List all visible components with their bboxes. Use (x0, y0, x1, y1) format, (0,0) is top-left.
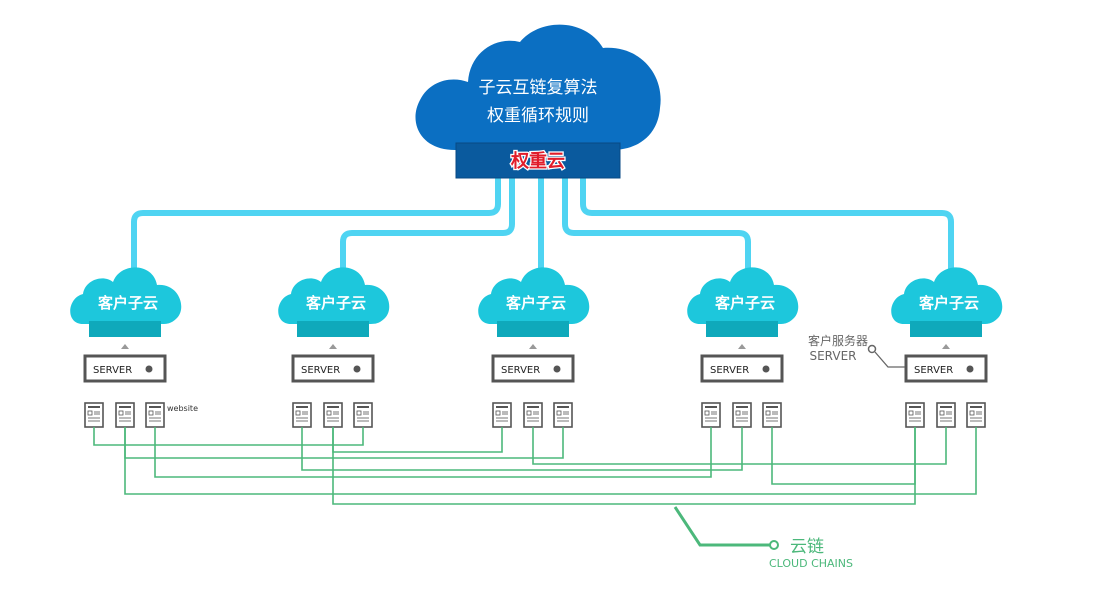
connector-4 (562, 175, 751, 273)
sub-cloud-base (297, 321, 369, 337)
chain-line (124, 427, 564, 459)
chain-line (532, 427, 947, 465)
sub-cloud-shape (278, 267, 390, 324)
chain-line (301, 427, 743, 471)
uplink-arrow (529, 344, 537, 349)
sub-cloud-label: 客户子云 (97, 294, 158, 312)
client-node: 客户子云 SERVER (687, 267, 799, 428)
server-label: SERVER (710, 365, 749, 376)
chain-line (124, 427, 977, 495)
chain-line (771, 427, 916, 485)
website-page-icon (115, 402, 135, 428)
website-page-icon (292, 402, 312, 428)
server-label: SERVER (301, 365, 340, 376)
cloud-connectors (131, 175, 954, 273)
server-callout-en: SERVER (809, 349, 856, 363)
website-page-icon (762, 402, 782, 428)
main-cloud-line2: 权重循环规则 (487, 106, 589, 126)
sub-cloud-shape (687, 267, 799, 324)
sub-cloud-shape (70, 267, 182, 324)
server-status-dot (966, 365, 974, 373)
website-page-icon (905, 402, 925, 428)
website-page-icon (84, 402, 104, 428)
connector-5 (580, 175, 954, 273)
client-node: 客户子云 SERVER (70, 267, 182, 428)
website-page-icon (523, 402, 543, 428)
server-status-dot (145, 365, 153, 373)
sub-cloud-shape (891, 267, 1003, 324)
website-page-icon (323, 402, 343, 428)
main-cloud-shape (415, 24, 661, 150)
client-node: 客户子云 SERVER (891, 267, 1003, 428)
chains-callout-en: CLOUD CHAINS (769, 557, 853, 570)
uplink-arrow (121, 344, 129, 349)
chain-line (332, 427, 503, 453)
client-node: 客户子云 SERVER (478, 267, 590, 428)
chain-line (332, 427, 916, 505)
website-page-icon (553, 402, 573, 428)
connector-2 (340, 175, 515, 273)
website-page-icon (936, 402, 956, 428)
uplink-arrow (329, 344, 337, 349)
server-status-dot (353, 365, 361, 373)
sub-cloud-label: 客户子云 (918, 294, 979, 312)
website-page-icon (701, 402, 721, 428)
sub-cloud-base (89, 321, 161, 337)
sub-cloud-base (910, 321, 982, 337)
sub-cloud-base (706, 321, 778, 337)
sub-cloud-shape (478, 267, 590, 324)
website-page-icon (353, 402, 373, 428)
server-label: SERVER (93, 365, 132, 376)
uplink-arrow (738, 344, 746, 349)
server-callout: 客户服务器 SERVER (808, 333, 905, 368)
connector-1 (131, 175, 501, 273)
main-cloud-banner-text: 权重云 (510, 150, 565, 172)
chain-line (93, 427, 364, 446)
chains-callout-cn: 云链 (790, 537, 824, 557)
website-page-icon (492, 402, 512, 428)
website-label: website (167, 404, 198, 413)
server-box (83, 354, 167, 383)
server-status-dot (762, 365, 770, 373)
server-label: SERVER (914, 365, 953, 376)
server-callout-line (874, 351, 905, 368)
server-label: SERVER (501, 365, 540, 376)
uplink-arrow (942, 344, 950, 349)
website-page-icon (732, 402, 752, 428)
cloud-chain-lines (93, 427, 977, 505)
chains-callout-dot (769, 540, 779, 550)
website-page-icon (145, 402, 165, 428)
main-cloud-banner (455, 142, 621, 179)
sub-cloud-label: 客户子云 (305, 294, 366, 312)
chains-callout-line (673, 506, 770, 547)
main-cloud: 子云互链复算法 权重循环规则 权重云 (415, 24, 661, 179)
main-cloud-line1: 子云互链复算法 (479, 78, 598, 98)
website-page-icon (966, 402, 986, 428)
client-node: 客户子云 SERVER (278, 267, 390, 428)
server-callout-dot (867, 344, 877, 354)
sub-cloud-label: 客户子云 (505, 294, 566, 312)
chain-line (154, 427, 712, 478)
sub-cloud-base (497, 321, 569, 337)
server-status-dot (553, 365, 561, 373)
client-nodes: 客户子云 SERVER 客户子云 SERVER 客户子云 SERVER 客户子云 SERVER… (70, 267, 1003, 428)
chains-callout: 云链 CLOUD CHAINS (673, 506, 853, 570)
sub-cloud-label: 客户子云 (714, 294, 775, 312)
server-callout-cn: 客户服务器 (808, 333, 868, 348)
